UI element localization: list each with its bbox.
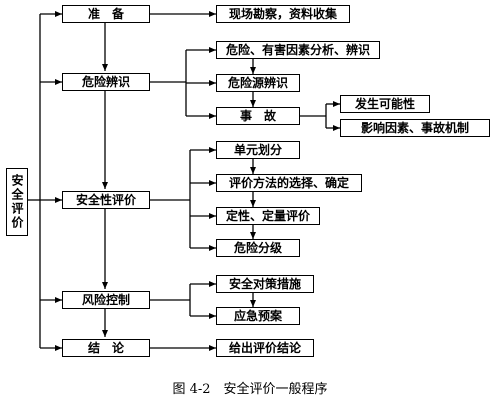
stage-risk-control: 风险控制 bbox=[62, 291, 150, 309]
root-node-safety-evaluation: 安全评价 bbox=[6, 168, 28, 236]
step-hazard-factor-analysis: 危险、有害因素分析、辨识 bbox=[216, 41, 380, 59]
step-safety-measures: 安全对策措施 bbox=[216, 275, 314, 293]
figure-caption: 图 4-2 安全评价一般程序 bbox=[172, 382, 328, 397]
stage-hazard-identification: 危险辨识 bbox=[62, 73, 150, 91]
step-qualitative-quantitative: 定性、定量评价 bbox=[216, 207, 320, 225]
step-accident: 事 故 bbox=[216, 107, 300, 125]
step-influencing-factors: 影响因素、事故机制 bbox=[340, 119, 490, 137]
step-emergency-plan: 应急预案 bbox=[216, 307, 300, 325]
stage-prepare: 准 备 bbox=[62, 5, 150, 23]
step-give-conclusion: 给出评价结论 bbox=[216, 339, 314, 357]
step-unit-division: 单元划分 bbox=[216, 141, 300, 159]
step-hazard-grading: 危险分级 bbox=[216, 239, 300, 257]
step-probability: 发生可能性 bbox=[340, 95, 430, 113]
step-site-survey: 现场勘察，资料收集 bbox=[216, 5, 350, 23]
step-method-selection: 评价方法的选择、确定 bbox=[216, 174, 362, 192]
step-hazard-source-identification: 危险源辨识 bbox=[216, 74, 300, 92]
stage-safety-evaluation: 安全性评价 bbox=[62, 191, 150, 209]
stage-conclusion: 结 论 bbox=[62, 339, 150, 357]
